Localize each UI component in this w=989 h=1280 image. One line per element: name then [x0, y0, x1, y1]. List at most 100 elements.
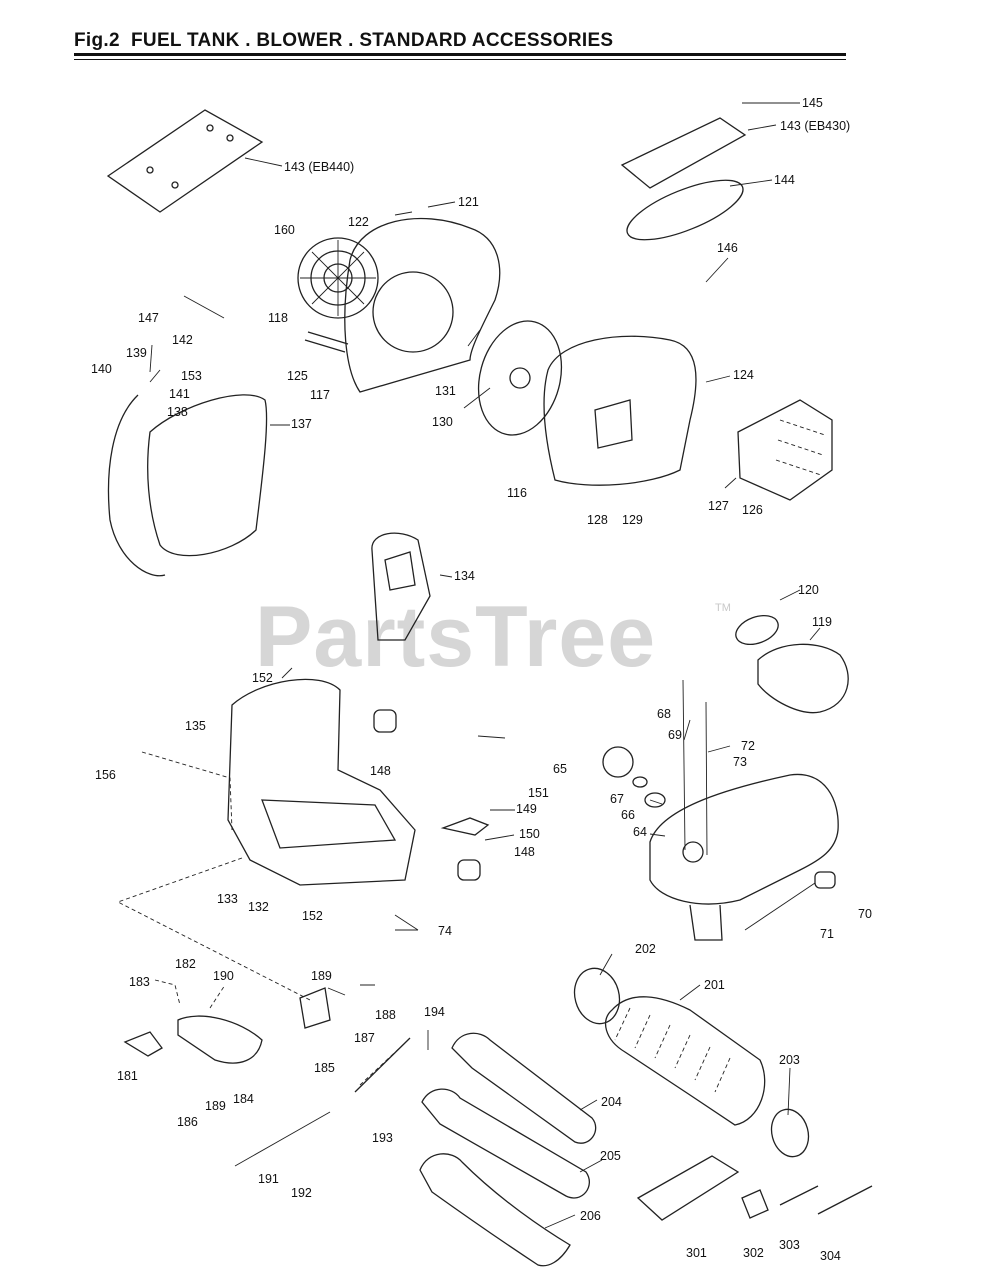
- callout-147: 147: [138, 311, 159, 325]
- clamp-top: [573, 967, 621, 1025]
- tool-bag: [636, 1155, 740, 1221]
- clamp-bottom: [770, 1108, 810, 1158]
- callout-67: 67: [610, 792, 624, 806]
- callout-121: 121: [458, 195, 479, 209]
- callout-124: 124: [733, 368, 754, 382]
- damper-top: [373, 709, 397, 733]
- blower-housing-front: [344, 217, 501, 393]
- watermark: PartsTree: [255, 589, 657, 685]
- callout-134: 134: [454, 569, 475, 583]
- callout-145: 145: [802, 96, 823, 110]
- fuel-tank: [649, 773, 839, 905]
- lever-bracket: [299, 987, 331, 1029]
- figure-title: Fig.2 FUEL TANK . BLOWER . STANDARD ACCE…: [74, 30, 613, 52]
- callout-132: 132: [248, 900, 269, 914]
- callout-141: 141: [169, 387, 190, 401]
- engine-cover: [737, 399, 833, 501]
- intake-screen: [297, 237, 379, 319]
- callout-190: 190: [213, 969, 234, 983]
- callout-153: 153: [181, 369, 202, 383]
- callout-128: 128: [587, 513, 608, 527]
- backpack-frame: [227, 678, 416, 886]
- harness-plate-eb440: [106, 109, 264, 213]
- callout-192: 192: [291, 1186, 312, 1200]
- callout-129: 129: [622, 513, 643, 527]
- callout-131: 131: [435, 384, 456, 398]
- callout-135: 135: [185, 719, 206, 733]
- wrench: [779, 1185, 819, 1206]
- callout-194: 194: [424, 1005, 445, 1019]
- callout-119: 119: [812, 615, 832, 629]
- fuel-cap: [602, 746, 634, 778]
- figure-heading: FUEL TANK . BLOWER . STANDARD ACCESSORIE…: [131, 30, 614, 51]
- callout-71: 71: [820, 927, 834, 941]
- callout-182: 182: [175, 957, 196, 971]
- callout-74: 74: [438, 924, 452, 938]
- callout-66: 66: [621, 808, 635, 822]
- part-drawings: [106, 109, 873, 1267]
- callout-189-top: 189: [311, 969, 332, 983]
- callout-68: 68: [657, 707, 671, 721]
- callout-152-bottom: 152: [302, 909, 323, 923]
- shaft: [304, 331, 349, 353]
- callout-183: 183: [129, 975, 150, 989]
- callout-193: 193: [372, 1131, 393, 1145]
- callout-148-bottom: 148: [514, 845, 535, 859]
- damper-bottom: [457, 859, 481, 881]
- callout-150: 150: [519, 827, 540, 841]
- callout-120: 120: [798, 583, 819, 597]
- callout-201: 201: [704, 978, 725, 992]
- callout-204: 204: [601, 1095, 622, 1109]
- callout-186: 186: [177, 1115, 198, 1129]
- tank-cover: [147, 394, 268, 557]
- callout-152-top: 152: [252, 671, 273, 685]
- callout-142: 142: [172, 333, 193, 347]
- callout-70: 70: [858, 907, 872, 921]
- callout-126: 126: [742, 503, 763, 517]
- pipe-206: [419, 1153, 571, 1267]
- callouts: 145 143 (EB430) 143 (EB440) 144 121 122 …: [91, 96, 872, 1263]
- callout-202: 202: [635, 942, 656, 956]
- callout-65: 65: [553, 762, 567, 776]
- callout-118: 118: [268, 311, 288, 325]
- harness-handle: [371, 532, 431, 641]
- callout-149: 149: [516, 802, 537, 816]
- callout-137: 137: [291, 417, 312, 431]
- callout-205: 205: [600, 1149, 621, 1163]
- callout-189-bottom: 189: [205, 1099, 226, 1113]
- callout-122: 122: [348, 215, 369, 229]
- callout-127: 127: [708, 499, 729, 513]
- title-rule-thin: [74, 59, 846, 60]
- callout-138: 138: [167, 405, 188, 419]
- plug-wrench: [741, 1189, 769, 1219]
- callout-185: 185: [314, 1061, 335, 1075]
- callout-144: 144: [774, 173, 795, 187]
- callout-143-eb430: 143 (EB430): [780, 119, 850, 133]
- callout-181: 181: [117, 1069, 138, 1083]
- callout-203: 203: [779, 1053, 800, 1067]
- leader-lines: [116, 102, 821, 1229]
- callout-130: 130: [432, 415, 453, 429]
- elbow-seal: [735, 615, 779, 645]
- cushion-pad: [626, 179, 744, 241]
- callout-72: 72: [741, 739, 755, 753]
- side-frame: [107, 394, 166, 577]
- callout-140: 140: [91, 362, 112, 376]
- callout-156: 156: [95, 768, 116, 782]
- callout-184: 184: [233, 1092, 254, 1106]
- callout-143-eb440: 143 (EB440): [284, 160, 354, 174]
- callout-125: 125: [287, 369, 308, 383]
- callout-188: 188: [375, 1008, 396, 1022]
- fuel-filter: [814, 871, 836, 889]
- callout-206: 206: [580, 1209, 601, 1223]
- callout-69: 69: [668, 728, 682, 742]
- flex-pipe: [604, 996, 766, 1126]
- callout-187: 187: [354, 1031, 375, 1045]
- watermark-trademark: TM: [715, 602, 731, 614]
- callout-133: 133: [217, 892, 238, 906]
- callout-303: 303: [779, 1238, 800, 1252]
- callout-148-top: 148: [370, 764, 391, 778]
- callout-302: 302: [743, 1246, 764, 1260]
- throttle-lever: [177, 1015, 263, 1064]
